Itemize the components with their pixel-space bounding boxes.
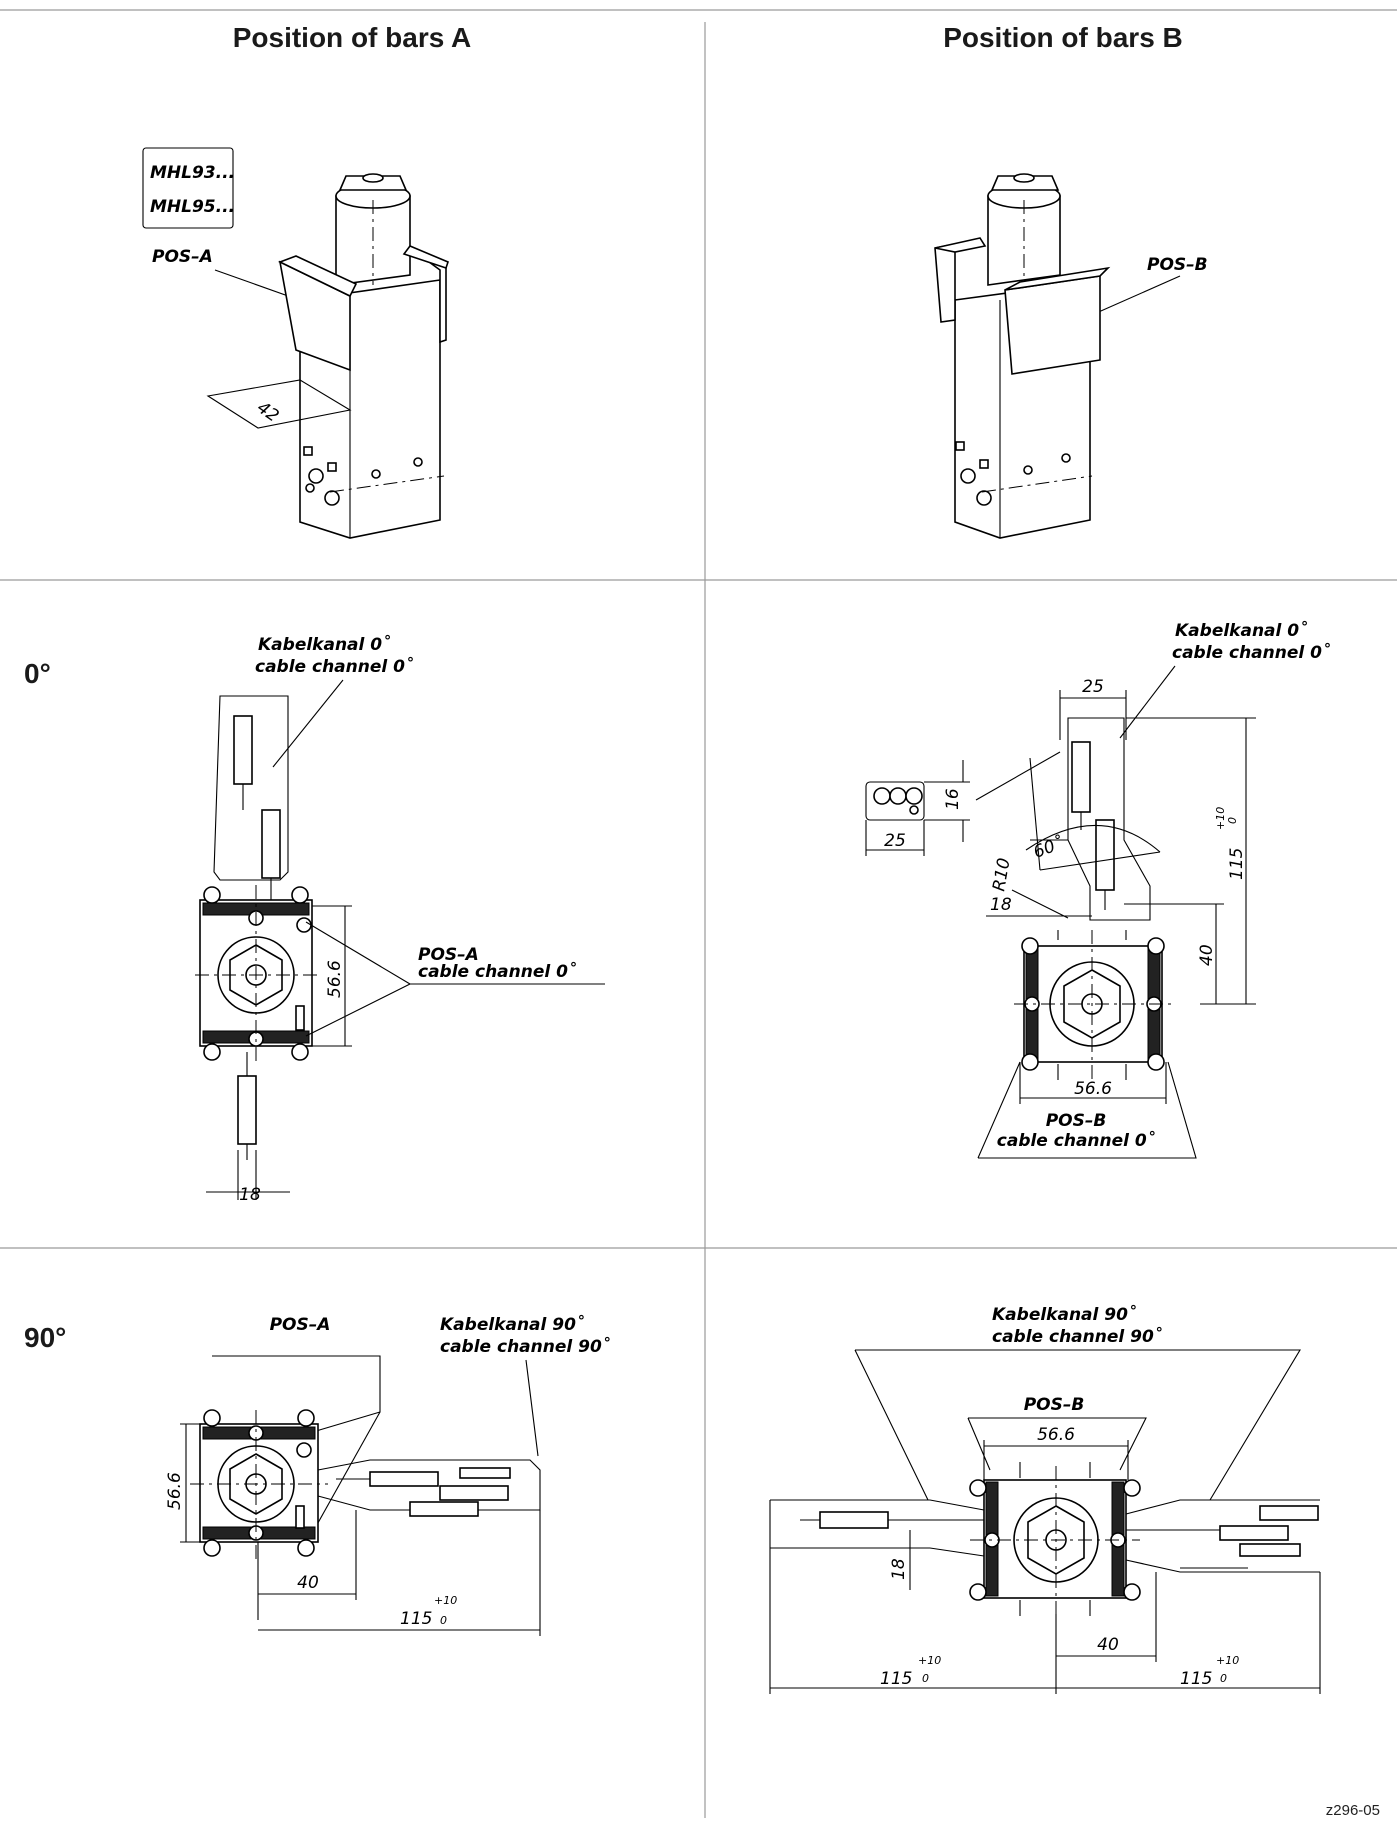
- iso-view-pos-b: POS–B: [934, 173, 1208, 539]
- model-label-mhl95: MHL95...: [150, 197, 235, 217]
- row-label-90deg: 90°: [24, 1322, 66, 1353]
- dim-115-a90: 115: [400, 1609, 432, 1629]
- dim-115-left-b90: 115: [880, 1669, 912, 1689]
- dim-56-6-b0: 56.6: [1074, 1079, 1112, 1099]
- pos-b-label-0deg: POS–B: [1046, 1111, 1107, 1131]
- header-position-a: Position of bars A: [233, 22, 472, 53]
- pos-b-label-90deg: POS–B: [1024, 1395, 1085, 1415]
- cable-section-detail: 16 25: [865, 751, 1061, 856]
- top-view-90deg-pos-b: Kabelkanal 90˚ cable channel 90˚ POS–B 5…: [769, 1304, 1321, 1694]
- tol-zero-a90: 0: [440, 1614, 447, 1627]
- tol-zero-b0: 0: [1226, 817, 1239, 824]
- dim-115-b0: 115: [1227, 848, 1247, 880]
- dim-18-a0: 18: [239, 1185, 261, 1205]
- cable-channel-0-label-a: cable channel 0˚: [255, 656, 413, 677]
- kabelkanal-90-label-b: Kabelkanal 90˚: [992, 1304, 1136, 1325]
- row-label-0deg: 0°: [24, 658, 51, 689]
- pos-b-label-iso: POS–B: [1147, 255, 1208, 275]
- pos-a-label-0deg: POS–A: [418, 945, 479, 965]
- dim-56-6-b90: 56.6: [1037, 1425, 1075, 1445]
- cable-channel-90-label-a: cable channel 90˚: [440, 1336, 610, 1357]
- top-view-90deg-pos-a: POS–A Kabelkanal 90˚ cable channel 90˚: [165, 1314, 610, 1636]
- tol-zero-left-b90: 0: [922, 1672, 929, 1685]
- top-view-0deg-pos-b: Kabelkanal 0˚ cable channel 0˚ 25 16 25: [865, 620, 1330, 1159]
- kabelkanal-90-label-a: Kabelkanal 90˚: [440, 1314, 584, 1335]
- dim-16-b0: 16: [943, 788, 963, 810]
- dim-40-b0: 40: [1197, 944, 1217, 966]
- dim-25-small-b0: 25: [884, 831, 906, 851]
- model-label-mhl93: MHL93...: [150, 163, 235, 183]
- dim-60-deg: 60˚: [1031, 832, 1067, 862]
- dim-115-right-b90: 115: [1180, 1669, 1212, 1689]
- kabelkanal-0-label-a: Kabelkanal 0˚: [258, 634, 391, 655]
- header-position-b: Position of bars B: [943, 22, 1183, 53]
- sheet-frame: [0, 9, 1397, 1818]
- drawing-code: z296-05: [1326, 1802, 1380, 1819]
- cable-channel-0-label-b: cable channel 0˚: [1172, 642, 1330, 663]
- pos-a-label: POS–A: [152, 247, 213, 267]
- dim-40-b90: 40: [1097, 1635, 1119, 1655]
- pos-b-cable-channel-0: cable channel 0˚: [997, 1130, 1155, 1151]
- tol-plus-right-b90: +10: [1216, 1654, 1239, 1667]
- dim-18-b0: 18: [990, 895, 1012, 915]
- top-view-0deg-pos-a: Kabelkanal 0˚ cable channel 0˚ 5: [195, 634, 605, 1205]
- kabelkanal-0-label-b: Kabelkanal 0˚: [1175, 620, 1308, 641]
- tol-zero-right-b90: 0: [1220, 1672, 1227, 1685]
- dim-42: 42: [253, 398, 282, 427]
- pos-a-label-90deg: POS–A: [270, 1315, 331, 1335]
- dim-40-a90: 40: [297, 1573, 319, 1593]
- dim-25-top-b0: 25: [1082, 677, 1104, 697]
- tol-plus-b0: +10: [1214, 807, 1227, 830]
- iso-view-pos-a: MHL93... MHL95... POS–A 42: [142, 147, 449, 539]
- tol-plus-a90: +10: [434, 1594, 457, 1607]
- tol-plus-left-b90: +10: [918, 1654, 941, 1667]
- dim-r10: R10: [989, 856, 1015, 892]
- pos-a-cable-channel-0: cable channel 0˚: [418, 961, 576, 982]
- dim-56-6-a0: 56.6: [325, 960, 345, 998]
- dim-18-b90: 18: [889, 1558, 909, 1580]
- dim-56-6-a90: 56.6: [165, 1472, 185, 1510]
- cable-channel-90-label-b: cable channel 90˚: [992, 1326, 1162, 1347]
